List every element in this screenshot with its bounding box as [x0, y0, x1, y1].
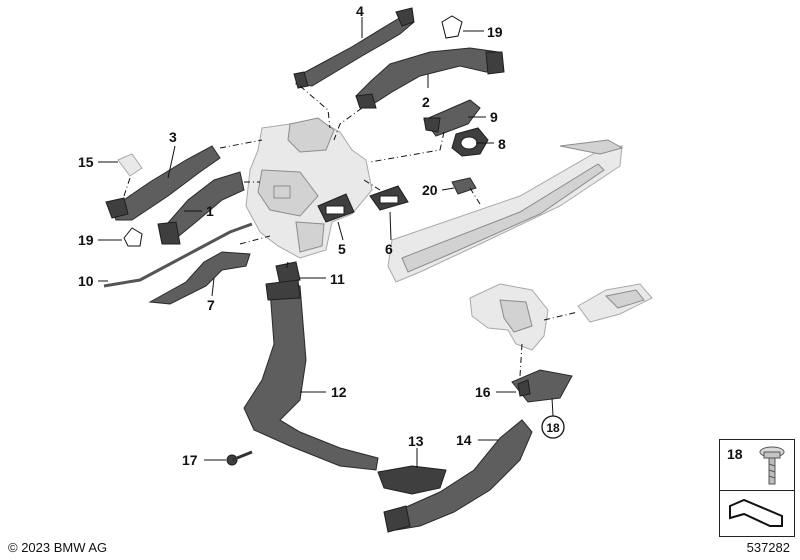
part-3-duct	[105, 145, 221, 221]
callout-7: 7	[207, 297, 215, 313]
legend-divider	[720, 490, 794, 491]
part-16-bracket	[511, 369, 573, 403]
callout-20: 20	[422, 182, 438, 198]
callout-17: 17	[182, 452, 198, 468]
callout-3: 3	[169, 129, 177, 145]
callout-10: 10	[78, 273, 94, 289]
part-19-clip-top	[441, 15, 463, 39]
callout-15: 15	[78, 154, 94, 170]
callout-19-top: 19	[487, 24, 503, 40]
legend-part-number: 18	[727, 446, 743, 462]
hvac-unit	[245, 117, 373, 259]
part-5-outlet	[317, 193, 355, 223]
copyright-notice: © 2023 BMW AG	[8, 540, 108, 555]
part-2-duct	[355, 47, 505, 109]
callout-5: 5	[338, 241, 346, 257]
part-15-clip	[117, 153, 143, 177]
part-13-outlet	[377, 465, 447, 495]
legend-box: 18	[719, 439, 795, 537]
part-9-outlet	[423, 99, 481, 137]
part-20-bracket	[451, 177, 477, 195]
part-19-clip-left	[123, 227, 143, 247]
bolt-icon	[759, 446, 785, 485]
callout-4: 4	[356, 3, 364, 19]
part-12-duct	[243, 279, 379, 471]
callout-8: 8	[498, 136, 506, 152]
part-1-duct	[157, 171, 245, 245]
callout-1: 1	[206, 203, 214, 219]
part-14-duct	[383, 419, 533, 533]
part-10-cable	[103, 222, 253, 288]
part-4-duct	[293, 7, 415, 89]
instrument-panel-carrier	[387, 139, 624, 283]
part-7-duct	[148, 251, 251, 305]
callout-18: 18	[546, 421, 560, 435]
callout-6: 6	[385, 241, 393, 257]
document-number: 537282	[746, 540, 790, 555]
callout-11: 11	[330, 271, 345, 287]
center-vent-housing	[469, 283, 653, 351]
callout-13: 13	[408, 433, 424, 449]
callout-9: 9	[490, 109, 498, 125]
assembly-lines	[123, 85, 579, 377]
callout-16: 16	[475, 384, 491, 400]
callout-2: 2	[422, 94, 430, 110]
callout-14: 14	[456, 432, 472, 448]
callout-18-circle	[541, 415, 565, 439]
part-6-outlet	[369, 185, 409, 211]
part-17-screw	[226, 450, 253, 466]
catalog-symbol-icon	[729, 498, 783, 527]
leader-lines	[98, 17, 554, 468]
part-11-block	[275, 261, 301, 285]
callout-12: 12	[331, 384, 347, 400]
callout-19-left: 19	[78, 232, 94, 248]
part-8-outlet	[451, 127, 489, 157]
